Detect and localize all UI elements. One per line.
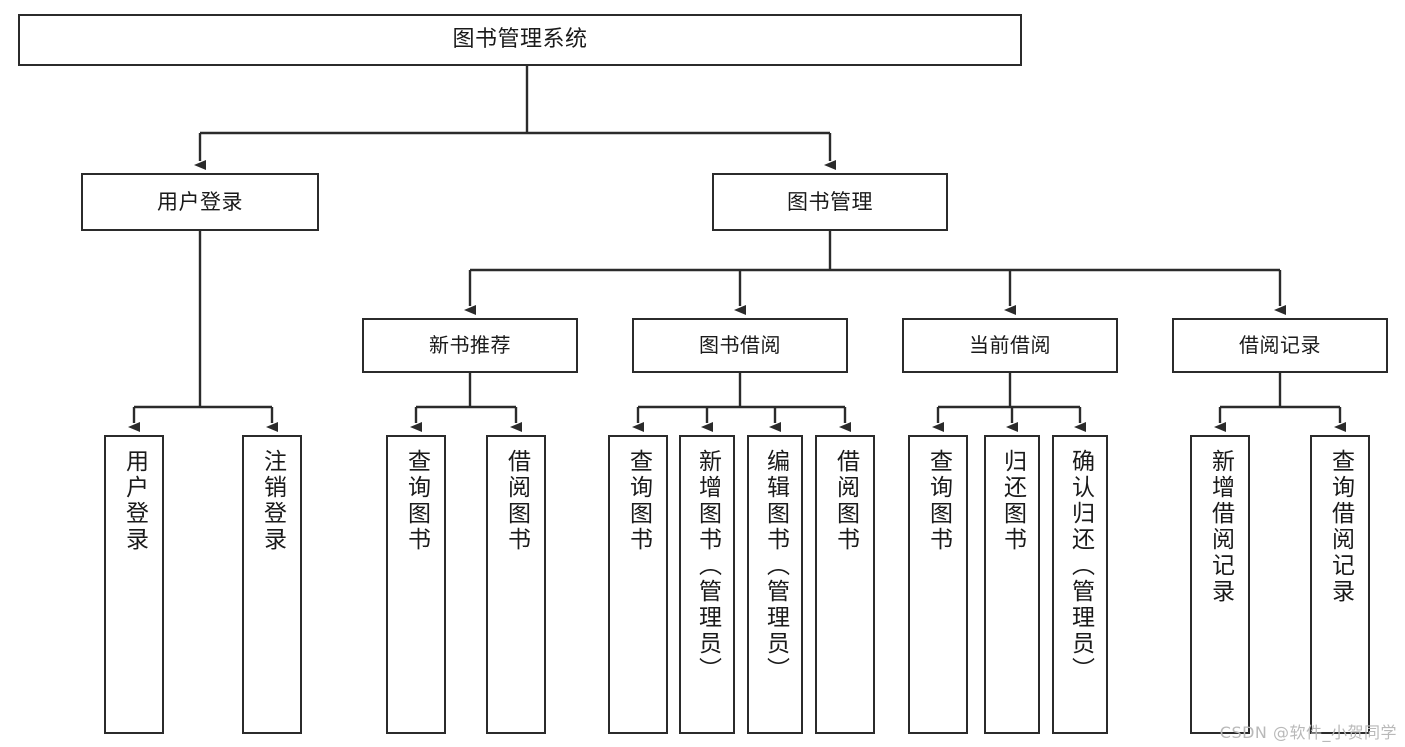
node-leaf-user-login[interactable]: 用户登录 xyxy=(104,435,164,734)
node-borrow-record[interactable]: 借阅记录 xyxy=(1172,318,1388,373)
node-root-label: 图书管理系统 xyxy=(452,27,588,53)
node-leaf-user-logout[interactable]: 注销登录 xyxy=(242,435,302,734)
node-leaf-query-book-2[interactable]: 查询图书 xyxy=(608,435,668,734)
node-leaf-borrow-book-2[interactable]: 借阅图书 xyxy=(815,435,875,734)
node-new-book-recommend[interactable]: 新书推荐 xyxy=(362,318,578,373)
node-leaf-user-logout-label: 注销登录 xyxy=(259,449,286,553)
node-leaf-return-book[interactable]: 归还图书 xyxy=(984,435,1040,734)
node-leaf-borrow-book-2-label: 借阅图书 xyxy=(832,449,859,553)
node-book-manage-label: 图书管理 xyxy=(787,189,873,214)
node-leaf-query-book-1-label: 查询图书 xyxy=(403,449,430,553)
node-leaf-add-record[interactable]: 新增借阅记录 xyxy=(1190,435,1250,734)
node-leaf-add-book[interactable]: 新增图书（管理员） xyxy=(679,435,735,734)
node-leaf-query-book-3-label: 查询图书 xyxy=(925,449,952,553)
node-leaf-edit-book[interactable]: 编辑图书（管理员） xyxy=(747,435,803,734)
watermark-text: CSDN @软件_小贺同学 xyxy=(1219,723,1397,742)
node-new-book-recommend-label: 新书推荐 xyxy=(429,332,511,357)
node-current-borrow[interactable]: 当前借阅 xyxy=(902,318,1118,373)
node-leaf-confirm-return[interactable]: 确认归还（管理员） xyxy=(1052,435,1108,734)
node-book-borrow[interactable]: 图书借阅 xyxy=(632,318,848,373)
node-book-manage[interactable]: 图书管理 xyxy=(712,173,948,231)
node-leaf-user-login-label: 用户登录 xyxy=(121,449,148,553)
node-leaf-confirm-return-label: 确认归还（管理员） xyxy=(1067,449,1094,683)
node-leaf-query-record[interactable]: 查询借阅记录 xyxy=(1310,435,1370,734)
node-borrow-record-label: 借阅记录 xyxy=(1239,332,1321,357)
node-user-login[interactable]: 用户登录 xyxy=(81,173,319,231)
node-root[interactable]: 图书管理系统 xyxy=(18,14,1022,66)
node-user-login-label: 用户登录 xyxy=(157,189,243,214)
node-leaf-borrow-book-1[interactable]: 借阅图书 xyxy=(486,435,546,734)
node-leaf-query-book-2-label: 查询图书 xyxy=(625,449,652,553)
node-current-borrow-label: 当前借阅 xyxy=(969,332,1051,357)
node-leaf-add-record-label: 新增借阅记录 xyxy=(1207,449,1234,605)
node-leaf-query-record-label: 查询借阅记录 xyxy=(1327,449,1354,605)
node-leaf-query-book-3[interactable]: 查询图书 xyxy=(908,435,968,734)
node-leaf-add-book-label: 新增图书（管理员） xyxy=(694,449,721,683)
node-book-borrow-label: 图书借阅 xyxy=(699,332,781,357)
node-leaf-edit-book-label: 编辑图书（管理员） xyxy=(762,449,789,683)
node-leaf-query-book-1[interactable]: 查询图书 xyxy=(386,435,446,734)
node-leaf-borrow-book-1-label: 借阅图书 xyxy=(503,449,530,553)
node-leaf-return-book-label: 归还图书 xyxy=(999,449,1026,553)
